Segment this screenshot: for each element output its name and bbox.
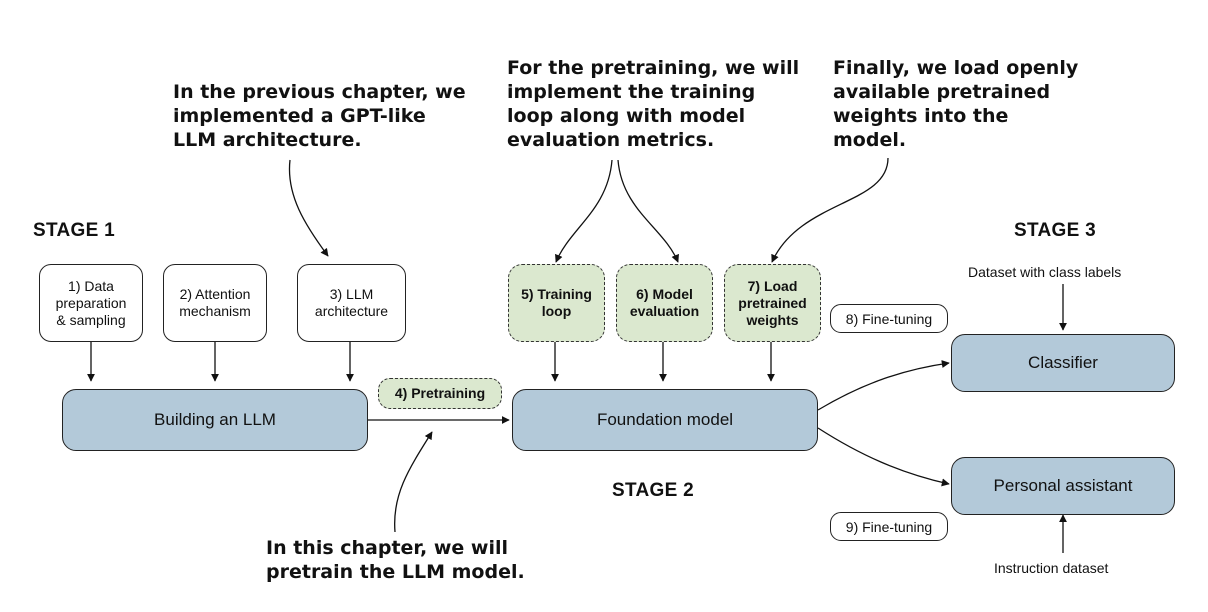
step-fine-tuning-classifier: 8) Fine-tuning (830, 304, 948, 333)
step-pretraining: 4) Pretraining (378, 378, 502, 409)
foundation-model-box: Foundation model (512, 389, 818, 451)
step-training-loop: 5) Training loop (508, 264, 605, 342)
note-load-weights: Finally, we load openly available pretra… (833, 57, 1079, 151)
step-fine-tuning-assistant: 9) Fine-tuning (830, 512, 948, 541)
arrow-this-chapter (393, 431, 433, 533)
step-data-preparation: 1) Data preparation & sampling (39, 264, 143, 342)
building-an-llm-box: Building an LLM (62, 389, 368, 451)
arrow-foundation-to-assistant (817, 427, 950, 487)
arrow-foundation-to-classifier (817, 360, 950, 411)
arrow-to-training-loop (555, 159, 613, 263)
arrow-to-model-evaluation (617, 159, 679, 263)
step-attention-mechanism: 2) Attention mechanism (163, 264, 267, 342)
note-this-chapter: In this chapter, we will pretrain the LL… (266, 537, 525, 583)
stage-1-label: STAGE 1 (33, 220, 115, 241)
step-model-evaluation: 6) Model evaluation (616, 264, 713, 342)
note-pretraining-plan: For the pretraining, we will implement t… (507, 57, 800, 151)
step-llm-architecture: 3) LLM architecture (297, 264, 406, 342)
personal-assistant-box: Personal assistant (951, 457, 1175, 515)
stage-3-label: STAGE 3 (1014, 220, 1096, 241)
arrow-to-load-weights (771, 157, 889, 263)
note-previous-chapter: In the previous chapter, we implemented … (173, 81, 466, 151)
dataset-instruction: Instruction dataset (994, 560, 1109, 576)
stage-2-label: STAGE 2 (612, 480, 694, 501)
dataset-class-labels: Dataset with class labels (968, 264, 1122, 280)
step-load-pretrained-weights: 7) Load pretrained weights (724, 264, 821, 342)
classifier-box: Classifier (951, 334, 1175, 392)
arrow-previous-chapter (288, 159, 329, 257)
